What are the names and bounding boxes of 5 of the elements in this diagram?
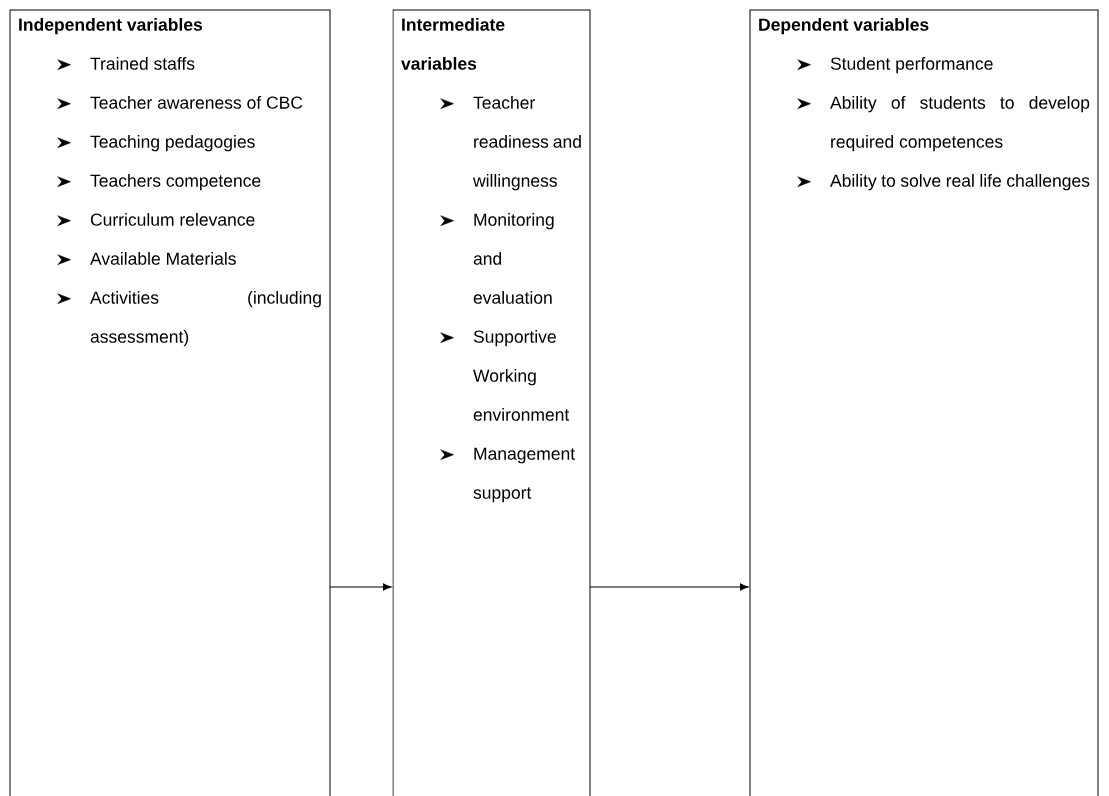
variable-box: Dependent variables Student performance Ability of students to develop required competences Ability to solve real life challenges xyxy=(749,9,1099,796)
variable-box: Independent variables Trained staffs Teacher awareness of CBC Teaching pedagogies Teachers competence Curriculum relevance Available Materials Activities (including assessment) xyxy=(9,9,331,796)
variable-box: Intermediate variables Teacher readiness and willingness Monitoring and evaluation Supportive Working environment Management support xyxy=(392,9,591,796)
arrow xyxy=(589,583,749,591)
arrow xyxy=(329,583,392,591)
